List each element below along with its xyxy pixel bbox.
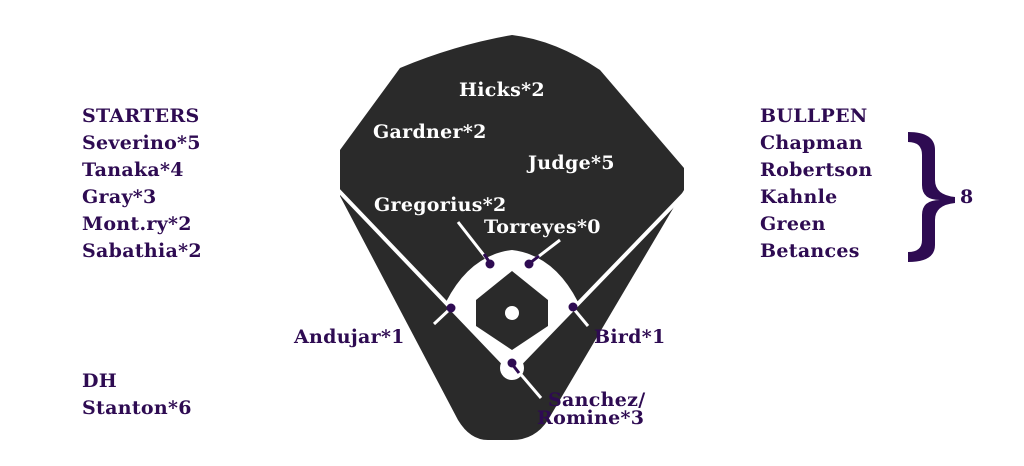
home-plate-circle: [500, 356, 524, 380]
first-base-marker: [568, 302, 578, 312]
third-base-label: Andujar*1: [294, 326, 405, 348]
dh-heading: DH: [82, 370, 118, 392]
starter-item: Severino*5: [82, 132, 201, 154]
left-field-label: Gardner*2: [373, 121, 487, 143]
starter-item: Sabathia*2: [82, 240, 202, 262]
starter-item: Tanaka*4: [82, 159, 184, 181]
second-base-label: Torreyes*0: [484, 216, 601, 238]
catcher-label-line2: Romine*3: [537, 407, 645, 429]
third-base-foul-line: [336, 188, 514, 374]
bullpen-item: Robertson: [760, 159, 873, 181]
bullpen-item: Green: [760, 213, 826, 235]
first-base-pointer-line: [571, 307, 590, 327]
bullpen-heading: BULLPEN: [760, 105, 868, 127]
shortstop-marker: [485, 259, 495, 269]
first-base-foul-line: [510, 190, 688, 374]
bullpen-count: 8: [960, 186, 974, 208]
starter-item: Mont.ry*2: [82, 213, 192, 235]
starters-heading: STARTERS: [82, 105, 200, 127]
right-field-label: Judge*5: [528, 152, 615, 174]
shortstop-label: Gregorius*2: [374, 194, 507, 216]
third-base-marker: [446, 303, 456, 313]
pitchers-mound: [505, 306, 519, 320]
second-base-marker: [524, 259, 534, 269]
starter-item: Gray*3: [82, 186, 157, 208]
field-outline: [340, 35, 684, 440]
bullpen-item: Chapman: [760, 132, 863, 154]
starters-list: STARTERS Severino*5 Tanaka*4 Gray*3 Mont…: [82, 103, 202, 265]
bullpen-item: Betances: [760, 240, 860, 262]
curly-brace-icon: [908, 132, 955, 262]
bullpen-item: Kahnle: [760, 186, 838, 208]
dh-list: DH Stanton*6: [82, 368, 192, 422]
catcher-label-line1: Sanchez/: [548, 389, 646, 411]
center-field-label: Hicks*2: [459, 79, 545, 101]
bullpen-list: BULLPEN Chapman Robertson Kahnle Green B…: [760, 103, 873, 265]
dh-item: Stanton*6: [82, 397, 192, 419]
catcher-marker: [507, 358, 517, 368]
first-base-label: Bird*1: [594, 326, 666, 348]
